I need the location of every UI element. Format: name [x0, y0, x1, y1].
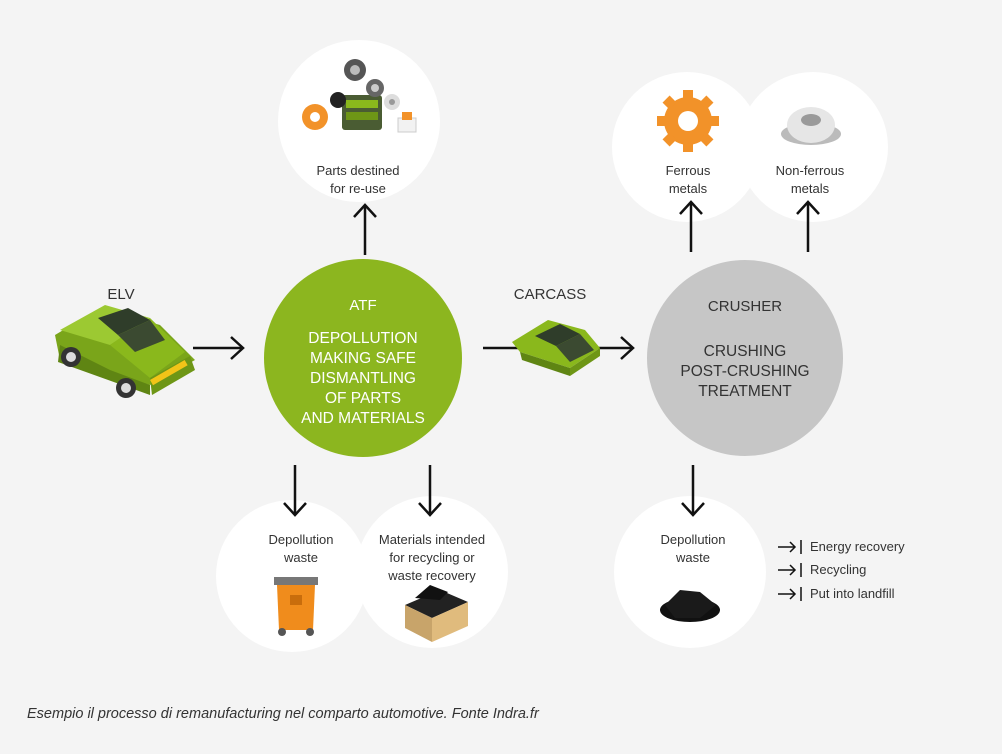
crusher-steps: CRUSHING POST-CRUSHING TREATMENT [647, 342, 843, 402]
atf-step: DEPOLLUTION [308, 330, 418, 347]
crusher-title: CRUSHER [707, 298, 783, 315]
label-line: metals [790, 181, 830, 196]
ferrous-label: Ferrous metals [640, 162, 736, 198]
atf-step: AND MATERIALS [301, 410, 425, 427]
label-line: for re-use [330, 181, 386, 196]
atf-steps: DEPOLLUTION MAKING SAFE DISMANTLING OF P… [264, 329, 462, 429]
arrow-up-non-ferrous [796, 200, 820, 252]
parts-reuse-label: Parts destined for re-use [288, 162, 428, 198]
legend-arrow-recycling [778, 563, 802, 577]
waste-pile-icon [660, 590, 720, 622]
label-line: Non-ferrous [775, 163, 845, 178]
parts-icon [302, 59, 417, 133]
atf-step: DISMANTLING [310, 370, 416, 387]
arrow-up-parts [353, 203, 377, 255]
car-icon [55, 305, 195, 398]
materials-box-icon [405, 585, 468, 642]
non-ferrous-label: Non-ferrous metals [758, 162, 862, 198]
carcass-label: CARCASS [513, 286, 587, 303]
gear-icon [657, 90, 719, 152]
label-line: Parts destined [316, 163, 400, 178]
arrow-elv-atf [191, 335, 245, 361]
depollution-waste-right-circle [614, 496, 766, 648]
legend-landfill: Put into landfill [810, 586, 895, 601]
elv-label: ELV [107, 286, 135, 303]
crusher-step: CRUSHING [703, 343, 787, 360]
atf-title: ATF [349, 297, 377, 314]
depollution-waste-left-label: Depollution waste [246, 531, 356, 567]
atf-step: MAKING SAFE [310, 350, 416, 367]
arrow-down-depollution-left [283, 465, 307, 517]
legend-arrow-energy [778, 540, 802, 554]
atf-circle: ATF DEPOLLUTION MAKING SAFE DISMANTLING … [264, 259, 462, 457]
legend-arrow-landfill [778, 587, 802, 601]
atf-step: OF PARTS [324, 390, 402, 407]
label-line: Depollution [268, 532, 334, 547]
label-line: waste [284, 550, 318, 565]
crusher-step: POST-CRUSHING [680, 363, 810, 380]
label-line: metals [668, 181, 708, 196]
spool-icon [781, 107, 841, 145]
arrow-up-ferrous [679, 200, 703, 252]
legend-recycling: Recycling [810, 562, 867, 577]
label-line: waste recovery [388, 568, 476, 583]
arrow-down-materials [418, 465, 442, 517]
carcass-icon [512, 320, 600, 376]
depollution-waste-right-label: Depollution waste [638, 531, 748, 567]
label-line: Ferrous [665, 163, 711, 178]
crusher-step: TREATMENT [698, 383, 792, 400]
waste-bin-icon [274, 577, 318, 636]
label-line: waste [676, 550, 710, 565]
arrow-down-depollution-right [681, 465, 705, 517]
label-line: for recycling or [389, 550, 475, 565]
non-ferrous-circle [738, 72, 888, 222]
materials-recycling-label: Materials intended for recycling or wast… [362, 531, 502, 585]
caption: Esempio il processo di remanufacturing n… [27, 706, 539, 722]
label-line: Materials intended [378, 532, 486, 547]
label-line: Depollution [660, 532, 726, 547]
legend-energy-recovery: Energy recovery [810, 539, 905, 554]
crusher-circle: CRUSHER CRUSHING POST-CRUSHING TREATMENT [647, 260, 843, 456]
